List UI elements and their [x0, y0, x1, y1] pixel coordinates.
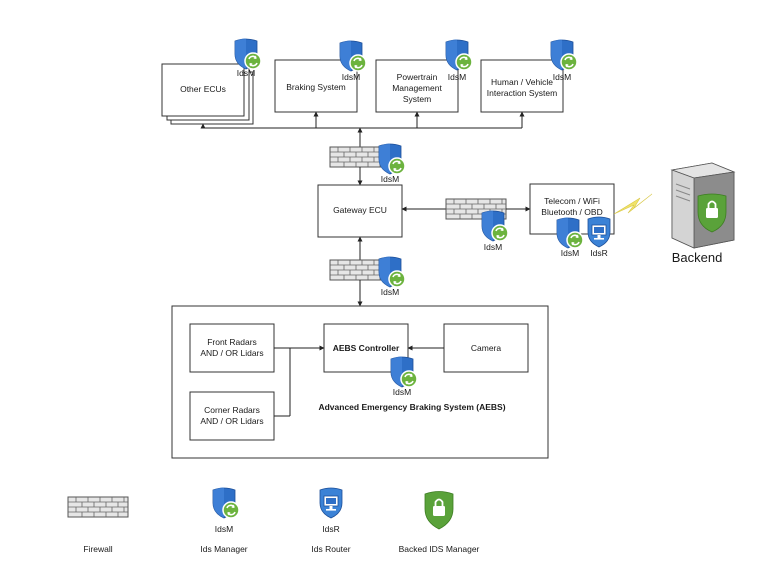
legend-backend-ids-manager-label: Backed IDS Manager — [399, 544, 480, 554]
front-radars-node: Front Radars AND / OR Lidars — [189, 323, 275, 373]
front-radars-label-2: AND / OR Lidars — [200, 348, 263, 358]
legend-ids-router-label: Ids Router — [311, 544, 350, 554]
ids-manager-legend-icon — [212, 486, 240, 519]
powertrain-label-2: Management — [392, 83, 442, 93]
ids-manager-icon — [378, 142, 406, 175]
idsm-label-hmi: IdsM — [553, 72, 571, 82]
idsm-label-braking: IdsM — [342, 72, 360, 82]
idsm-label-firewall-top: IdsM — [381, 174, 399, 184]
powertrain-label-1: Powertrain — [397, 72, 438, 82]
ids-manager-icon — [378, 255, 406, 288]
legend-idsm-badge: IdsM — [215, 524, 233, 534]
hmi-node: Human / Vehicle Interaction System — [480, 59, 564, 113]
legend-idsr-badge: IdsR — [322, 524, 339, 534]
backend-ids-manager-legend-icon — [424, 491, 454, 530]
corner-radars-node: Corner Radars AND / OR Lidars — [189, 391, 275, 441]
ids-manager-icon — [481, 209, 509, 242]
idsm-label-powertrain: IdsM — [448, 72, 466, 82]
legend-firewall-label: Firewall — [83, 544, 112, 554]
camera-label: Camera — [471, 343, 502, 353]
idsm-label-telecom: IdsM — [561, 248, 579, 258]
legend-ids-manager-label: Ids Manager — [200, 544, 247, 554]
other-ecus-label: Other ECUs — [180, 84, 226, 94]
other-ecus-stack: Other ECUs — [161, 63, 254, 125]
firewall-legend-icon — [67, 496, 129, 518]
server-lock-icon — [670, 162, 736, 249]
braking-system-label: Braking System — [286, 82, 346, 92]
idsr-label-telecom: IdsR — [590, 248, 607, 258]
aebs-connectors — [274, 345, 444, 417]
aebs-controller-label: AEBS Controller — [333, 343, 400, 353]
hmi-label-1: Human / Vehicle — [491, 77, 553, 87]
telecom-label-2: Bluetooth / OBD — [541, 207, 602, 217]
ids-manager-icon — [234, 37, 262, 70]
backend-label: Backend — [672, 250, 723, 265]
gateway-ecu-node: Gateway ECU — [317, 184, 403, 238]
ids-router-icon — [587, 216, 611, 248]
aebs-group-label: Advanced Emergency Braking System (AEBS) — [318, 402, 505, 412]
camera-node: Camera — [443, 323, 529, 373]
ids-manager-icon — [445, 38, 473, 71]
powertrain-node: Powertrain Management System — [375, 59, 459, 113]
gateway-ecu-label: Gateway ECU — [333, 205, 387, 215]
telecom-node: Telecom / WiFi Bluetooth / OBD — [529, 183, 615, 235]
idsm-label-firewall-bottom: IdsM — [381, 287, 399, 297]
hmi-label-2: Interaction System — [487, 88, 557, 98]
lightning-bolt-icon — [613, 193, 653, 215]
ids-manager-icon — [390, 355, 418, 388]
ids-router-legend-icon — [319, 487, 343, 519]
ids-manager-icon — [556, 216, 584, 249]
braking-system-node: Braking System — [274, 59, 358, 113]
top-bus-connectors — [200, 111, 525, 147]
idsm-label-aebs: IdsM — [393, 387, 411, 397]
corner-radars-label-2: AND / OR Lidars — [200, 416, 263, 426]
front-radars-label-1: Front Radars — [207, 337, 257, 347]
ids-manager-icon — [550, 38, 578, 71]
idsm-label-firewall-right: IdsM — [484, 242, 502, 252]
corner-radars-label-1: Corner Radars — [204, 405, 260, 415]
ids-manager-icon — [339, 39, 367, 72]
powertrain-label-3: System — [403, 94, 431, 104]
idsm-label-other-ecus: IdsM — [237, 68, 255, 78]
legend: Firewall IdsM Ids Manager IdsR Ids Route… — [67, 486, 480, 554]
telecom-label-1: Telecom / WiFi — [544, 196, 600, 206]
